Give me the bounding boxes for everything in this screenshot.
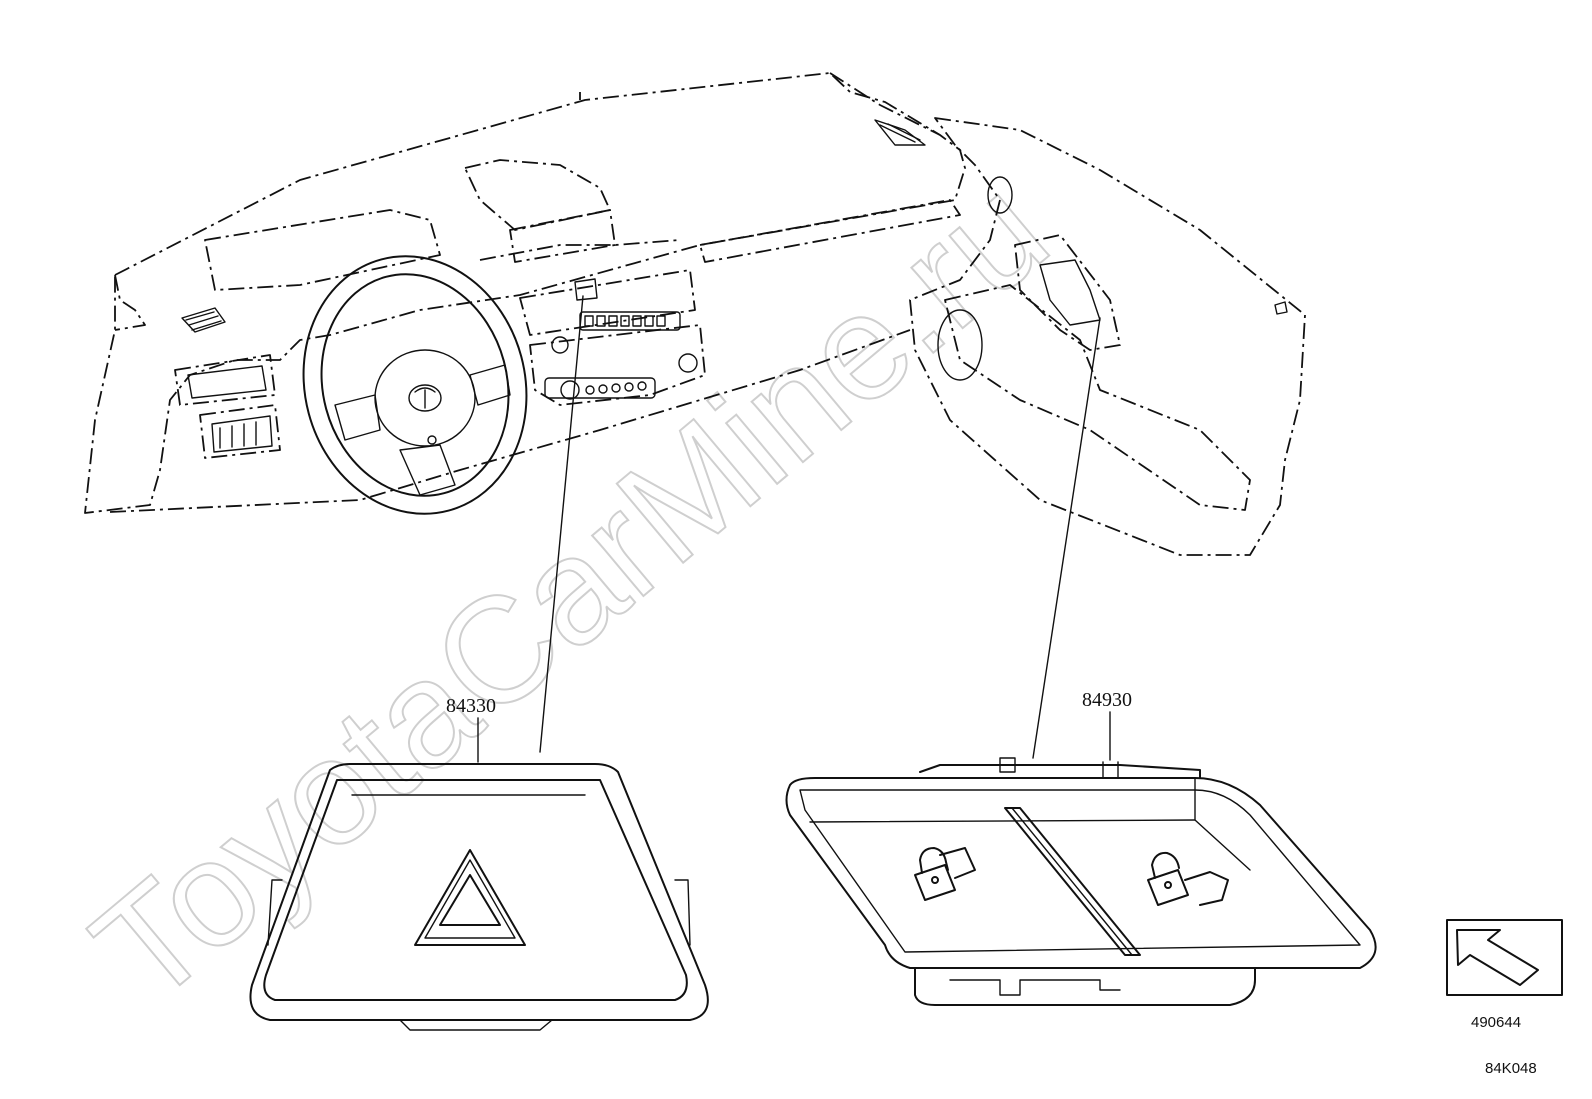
orientation-box <box>1446 919 1563 996</box>
orientation-code: 490644 <box>1471 1014 1521 1031</box>
diagram-code: 84K048 <box>1485 1060 1537 1077</box>
unlock-icon <box>1147 851 1229 906</box>
lock-icon <box>914 847 976 901</box>
door-lock-switch <box>785 757 1377 1006</box>
leader-line-84930 <box>1032 317 1101 759</box>
orientation-arrow-icon <box>1456 929 1539 986</box>
leader-line-84330 <box>539 295 584 753</box>
part-label-84330: 84330 <box>446 695 496 717</box>
door-panel-outline <box>909 117 1306 556</box>
hazard-switch <box>249 763 709 1031</box>
steering-wheel <box>302 255 528 515</box>
part-label-84930: 84930 <box>1082 689 1132 711</box>
watermark: ToyotaCarMine.ru <box>63 145 1078 1035</box>
